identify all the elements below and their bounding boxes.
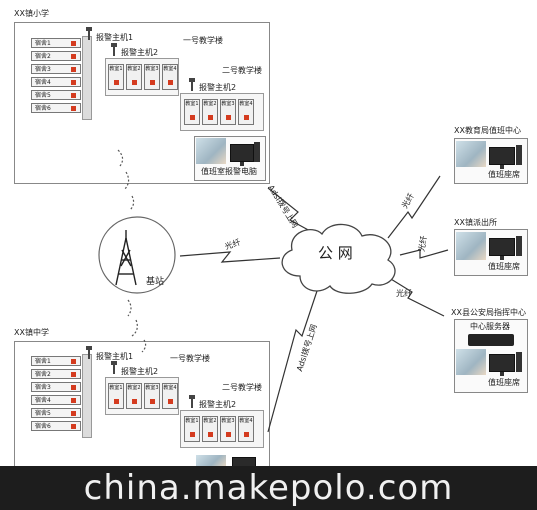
school1-alarm-host2b: 报警主机2	[199, 83, 237, 92]
school2-title: XX镇中学	[14, 328, 49, 337]
dorm-6: 宿舍6	[31, 421, 81, 431]
dorm-3: 宿舍3	[31, 64, 81, 74]
monitor-icon	[489, 354, 515, 376]
monitor-icon	[489, 238, 515, 260]
pc-tower-icon	[516, 352, 522, 372]
pc-tower-icon	[516, 145, 522, 165]
dorm-2: 宿舍2	[31, 51, 81, 61]
command-center-server: 中心服务器	[470, 322, 510, 331]
antenna-icon	[86, 346, 92, 359]
school2-building2: 二号教学楼	[222, 383, 262, 392]
classroom: 教室4	[162, 383, 178, 409]
school1-building1: 一号教学楼	[183, 36, 223, 45]
dorm-6: 宿舍6	[31, 103, 81, 113]
school2-alarm-host2b: 报警主机2	[199, 400, 237, 409]
dorm-building-side	[82, 354, 92, 438]
classroom: 教室1	[184, 99, 200, 125]
classroom: 教室2	[126, 64, 142, 90]
dorm-1: 宿舍1	[31, 356, 81, 366]
classroom: 教室4	[238, 416, 254, 442]
classroom: 教室4	[162, 64, 178, 90]
school1-dorm-block: 宿舍1 宿舍2 宿舍3 宿舍4 宿舍5 宿舍6	[31, 38, 81, 113]
classroom: 教室2	[202, 416, 218, 442]
school1-alarm-host1: 报警主机1	[96, 33, 134, 42]
duty-photo	[196, 138, 226, 164]
classroom: 教室2	[202, 99, 218, 125]
server-icon	[468, 334, 514, 346]
classroom: 教室4	[238, 99, 254, 125]
school1-alarm-host2a: 报警主机2	[121, 48, 159, 57]
duty-photo	[456, 232, 486, 260]
building2-classrooms: 教室1 教室2 教室3 教室4	[184, 99, 254, 125]
building1-classrooms: 教室1 教室2 教室3 教室4	[108, 383, 178, 409]
edu-center-title: XX教育局值班中心	[454, 126, 521, 135]
dorm-3: 宿舍3	[31, 382, 81, 392]
link-lines	[179, 175, 449, 433]
school1-title: XX镇小学	[14, 9, 49, 18]
dorm-2: 宿舍2	[31, 369, 81, 379]
antenna-icon	[111, 43, 117, 56]
school1-building2: 二号教学楼	[222, 66, 262, 75]
monitor-icon	[489, 147, 515, 169]
classroom: 教室1	[184, 416, 200, 442]
school2-alarm-host1: 报警主机1	[96, 352, 134, 361]
duty-photo	[196, 455, 226, 467]
dorm-5: 宿舍5	[31, 408, 81, 418]
building1-classrooms: 教室1 教室2 教室3 教室4	[108, 64, 178, 90]
classroom: 教室3	[144, 383, 160, 409]
classroom: 教室3	[220, 99, 236, 125]
fiber-command-label: 光纤	[396, 289, 412, 298]
dorm-4: 宿舍4	[31, 77, 81, 87]
network-lines	[98, 149, 449, 433]
monitor-icon	[230, 144, 254, 166]
police-station-seat: 值班座席	[488, 262, 520, 271]
command-center-seat: 值班座席	[488, 378, 520, 387]
building2-classrooms: 教室1 教室2 教室3 教室4	[184, 416, 254, 442]
school2-dorm-block: 宿舍1 宿舍2 宿舍3 宿舍4 宿舍5 宿舍6	[31, 356, 81, 431]
duty-photo	[456, 141, 486, 167]
classroom: 教室1	[108, 64, 124, 90]
antenna-icon	[111, 361, 117, 374]
pc-tower-icon	[516, 236, 522, 256]
school1-duty-pc: 值班室报警电脑	[201, 167, 257, 176]
pc-tower-icon	[254, 142, 260, 162]
base-station-label: 基站	[146, 277, 165, 287]
duty-photo	[456, 349, 486, 375]
classroom: 教室3	[144, 64, 160, 90]
antenna-icon	[189, 78, 195, 91]
dorm-4: 宿舍4	[31, 395, 81, 405]
command-center-title: XX县公安局指挥中心	[451, 308, 526, 317]
antenna-icon	[86, 27, 92, 40]
classroom: 教室2	[126, 383, 142, 409]
cloud-icon	[281, 223, 396, 294]
dorm-building-side	[82, 36, 92, 120]
dorm-1: 宿舍1	[31, 38, 81, 48]
dorm-5: 宿舍5	[31, 90, 81, 100]
school2-building1: 一号教学楼	[170, 354, 210, 363]
school2-alarm-host2a: 报警主机2	[121, 367, 159, 376]
radio-waves	[117, 149, 147, 353]
classroom: 教室1	[108, 383, 124, 409]
watermark-bar: china.makepolo.com	[0, 466, 537, 510]
antenna-icon	[189, 395, 195, 408]
police-station-title: XX镇派出所	[454, 218, 497, 227]
public-net-label: 公 网	[318, 244, 353, 262]
classroom: 教室3	[220, 416, 236, 442]
tower-icon	[115, 230, 137, 286]
edu-center-seat: 值班座席	[488, 170, 520, 179]
